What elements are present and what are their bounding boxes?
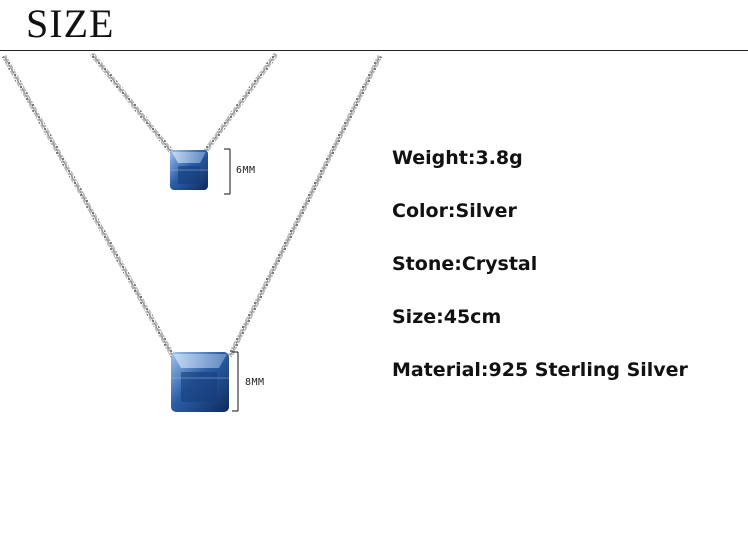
long-chain	[1, 54, 383, 360]
page-title: SIZE	[26, 1, 115, 46]
spec-list: Weight:3.8g Color:Silver Stone:Crystal S…	[392, 145, 688, 410]
short-chain	[90, 52, 279, 157]
large-crystal-icon	[171, 352, 229, 412]
spec-stone: Stone:Crystal	[392, 253, 538, 275]
spec-material: Material:925 Sterling Silver	[392, 359, 688, 381]
small-dimension-bracket	[224, 148, 231, 195]
large-dimension-label: 8MM	[245, 377, 265, 388]
spec-size: Size:45cm	[392, 306, 502, 328]
small-crystal-icon	[170, 150, 208, 190]
large-dimension-bracket	[232, 351, 239, 412]
header-divider	[0, 50, 748, 51]
small-dimension-label: 6MM	[236, 165, 256, 176]
spec-color: Color:Silver	[392, 200, 517, 222]
spec-weight: Weight:3.8g	[392, 147, 523, 169]
